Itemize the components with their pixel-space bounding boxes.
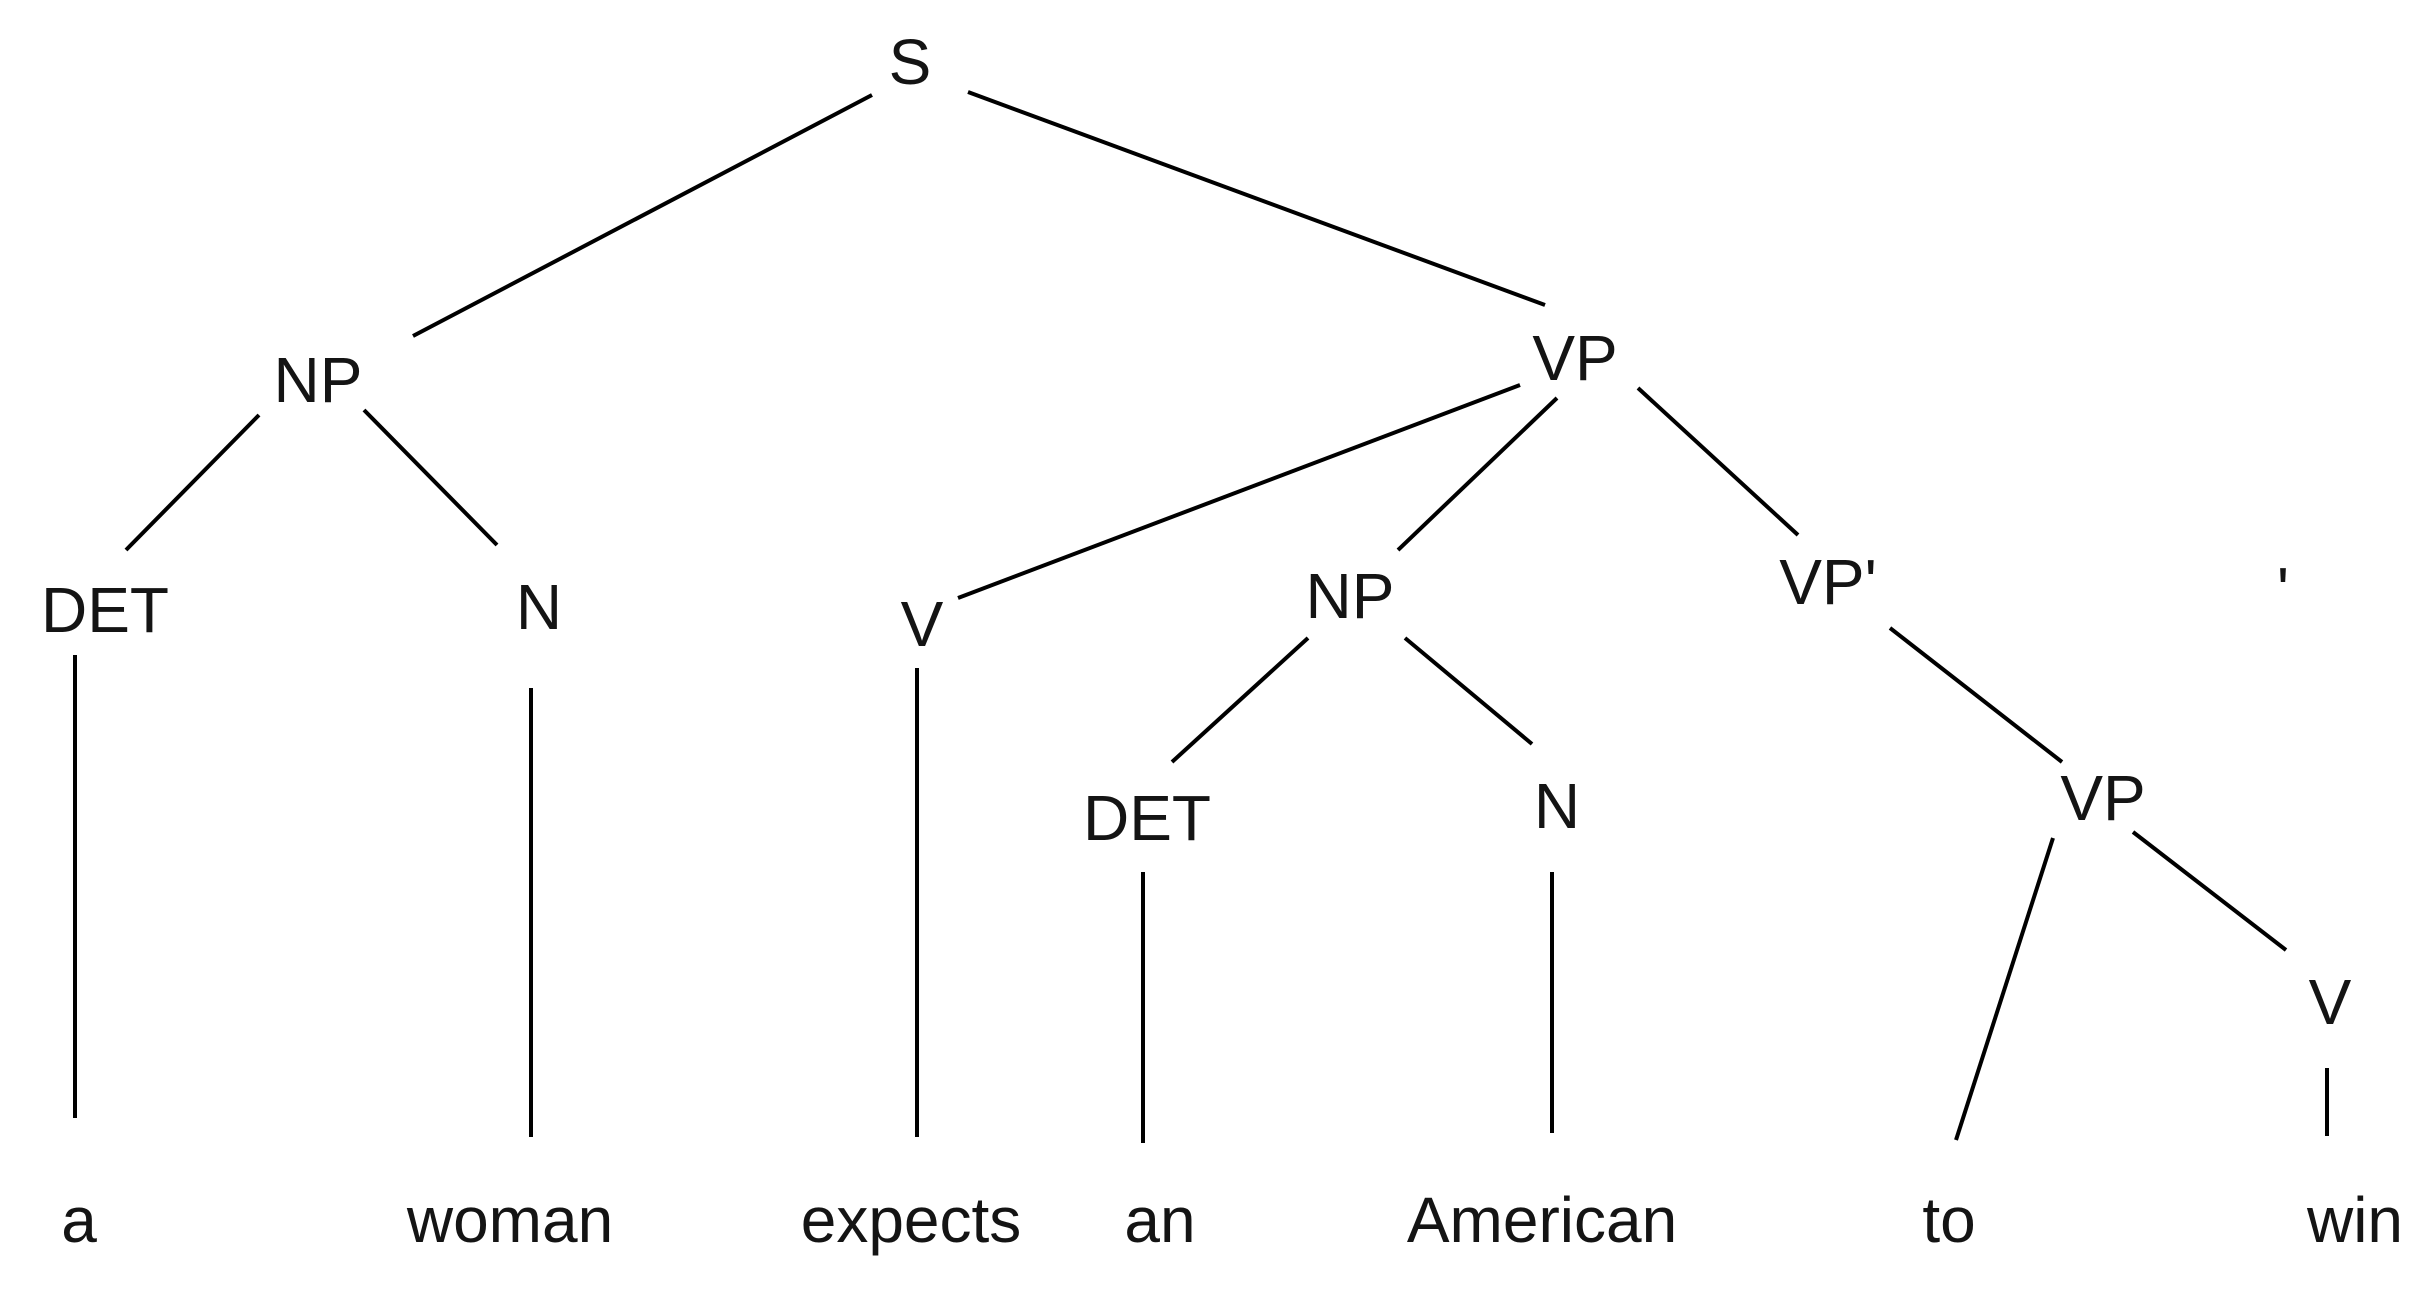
tree-mark-stray-prime: ': [2277, 554, 2289, 626]
tree-word-word-win: win: [2306, 1184, 2403, 1256]
tree-edge-s-np-subject: [412, 93, 873, 338]
tree-edge-np-subject-n-subject: [362, 408, 499, 547]
tree-node-v-main: V: [901, 588, 944, 660]
tree-node-np-object: NP: [1306, 560, 1395, 632]
tree-node-n-subject: N: [516, 571, 562, 643]
tree-edge-vp-lower-v-lower: [2131, 830, 2288, 952]
tree-edge-vp-lower-word-to: [1954, 837, 2055, 1141]
tree-edge-np-object-n-object: [1403, 636, 1534, 746]
tree-edge-vp-main-v-main: [957, 383, 1521, 600]
tree-word-word-a: a: [61, 1184, 97, 1256]
tree-node-v-lower: V: [2309, 966, 2352, 1038]
tree-node-n-object: N: [1534, 770, 1580, 842]
tree-edge-vp-bar-vp-lower: [1888, 626, 2064, 764]
tree-edge-s-vp-main: [967, 90, 1546, 307]
tree-word-word-an: an: [1124, 1184, 1195, 1256]
tree-node-vp-lower: VP: [2060, 762, 2145, 834]
tree-node-det-object: DET: [1083, 782, 1211, 854]
tree-word-word-american: American: [1407, 1184, 1677, 1256]
tree-edge-np-subject-det-subject: [124, 413, 261, 552]
tree-node-np-subject: NP: [274, 344, 363, 416]
tree-node-s: S: [889, 26, 932, 98]
tree-edge-vp-main-np-object: [1396, 396, 1559, 552]
tree-word-word-to: to: [1922, 1184, 1975, 1256]
tree-edge-vp-main-vp-bar: [1636, 386, 1800, 537]
tree-word-word-woman: woman: [406, 1184, 613, 1256]
tree-node-vp-main: VP: [1532, 322, 1617, 394]
tree-node-vp-bar: VP': [1779, 546, 1877, 618]
tree-edge-np-object-det-object: [1170, 636, 1310, 764]
tree-word-word-expects: expects: [801, 1184, 1022, 1256]
tree-node-det-subject: DET: [41, 574, 169, 646]
